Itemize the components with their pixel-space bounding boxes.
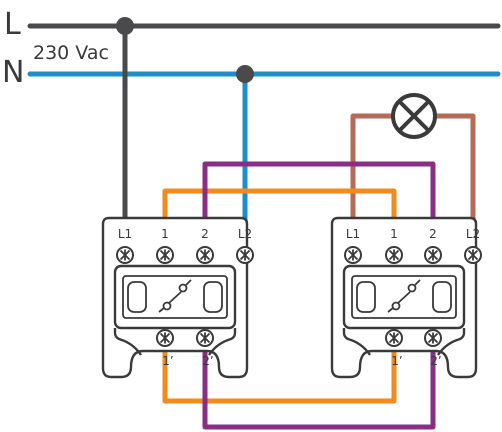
terminal-label: 1 [390,227,398,241]
screw-terminal-icon [156,246,174,264]
terminal-label: 2’ [430,354,441,368]
switch-right [330,216,478,379]
screw-terminal-icon [424,329,442,347]
screw-terminal-icon [424,246,442,264]
switch-left-terminals: L1 1 2 L2 1’ 2’ [116,227,254,368]
lamp-wire-right [433,113,476,235]
wires [27,23,501,430]
screw-terminal-icon [116,246,134,264]
terminal-label: 1 [161,227,169,241]
screw-terminal-icon [344,246,362,264]
terminal-label: L2 [466,227,480,241]
line-junction-dot [116,17,134,35]
screw-terminal-icon [464,246,482,264]
terminal-label: 2’ [202,354,213,368]
terminal-label: 2 [429,227,437,241]
terminal-label: 1’ [162,354,173,368]
neutral-junction-dot [236,65,254,83]
neutral-label: N [2,55,24,90]
line-label: L [4,7,21,42]
switch-symbol-icon [387,279,421,313]
screw-terminal-icon [196,246,214,264]
switch-symbol-icon [158,279,192,313]
screw-terminal-icon [236,246,254,264]
terminal-label: L1 [346,227,360,241]
traveler-bottom-purple [202,335,436,430]
terminal-label: 2 [201,227,209,241]
switch-right-terminals: L1 1 2 L2 1’ 2’ [344,227,482,368]
lamp-icon [391,93,437,139]
screw-terminal-icon [385,329,403,347]
traveler-top-orange [162,188,397,235]
traveler-bottom-orange [162,335,397,404]
lamp-wire-left [350,113,395,235]
switch-left [101,216,249,379]
screw-terminal-icon [156,329,174,347]
traveler-top-purple [202,161,436,235]
voltage-label: 230 Vac [33,42,109,64]
screw-terminal-icon [196,329,214,347]
screw-terminal-icon [385,246,403,264]
terminal-label: 1’ [391,354,402,368]
terminal-label: L1 [118,227,132,241]
terminal-label: L2 [238,227,252,241]
